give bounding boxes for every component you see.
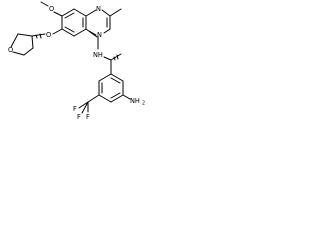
atom-label-ether-oxygen: O [46,31,51,39]
atom-label-amine-nh: NH [93,51,103,59]
atom-label-aniline-subscript: 2 [142,101,145,107]
atom-label-nitrogen-n3: N [97,31,102,39]
atom-label-fluorine-1: F [73,105,77,113]
atom-label-methoxy-oxygen: O [49,5,54,13]
atom-label-fluorine-3: F [86,113,90,121]
chemical-structure-diagram: O O O N N NH F F F NH 2 [8,1,145,121]
atom-labels: O O O N N NH F F F NH 2 [8,5,145,121]
bond-lines [10,1,131,114]
atom-label-nitrogen-n1: N [96,5,101,13]
atom-label-ring-oxygen: O [8,46,13,54]
atom-label-aniline-nh2: NH [130,97,140,105]
atom-label-fluorine-2: F [77,113,81,121]
